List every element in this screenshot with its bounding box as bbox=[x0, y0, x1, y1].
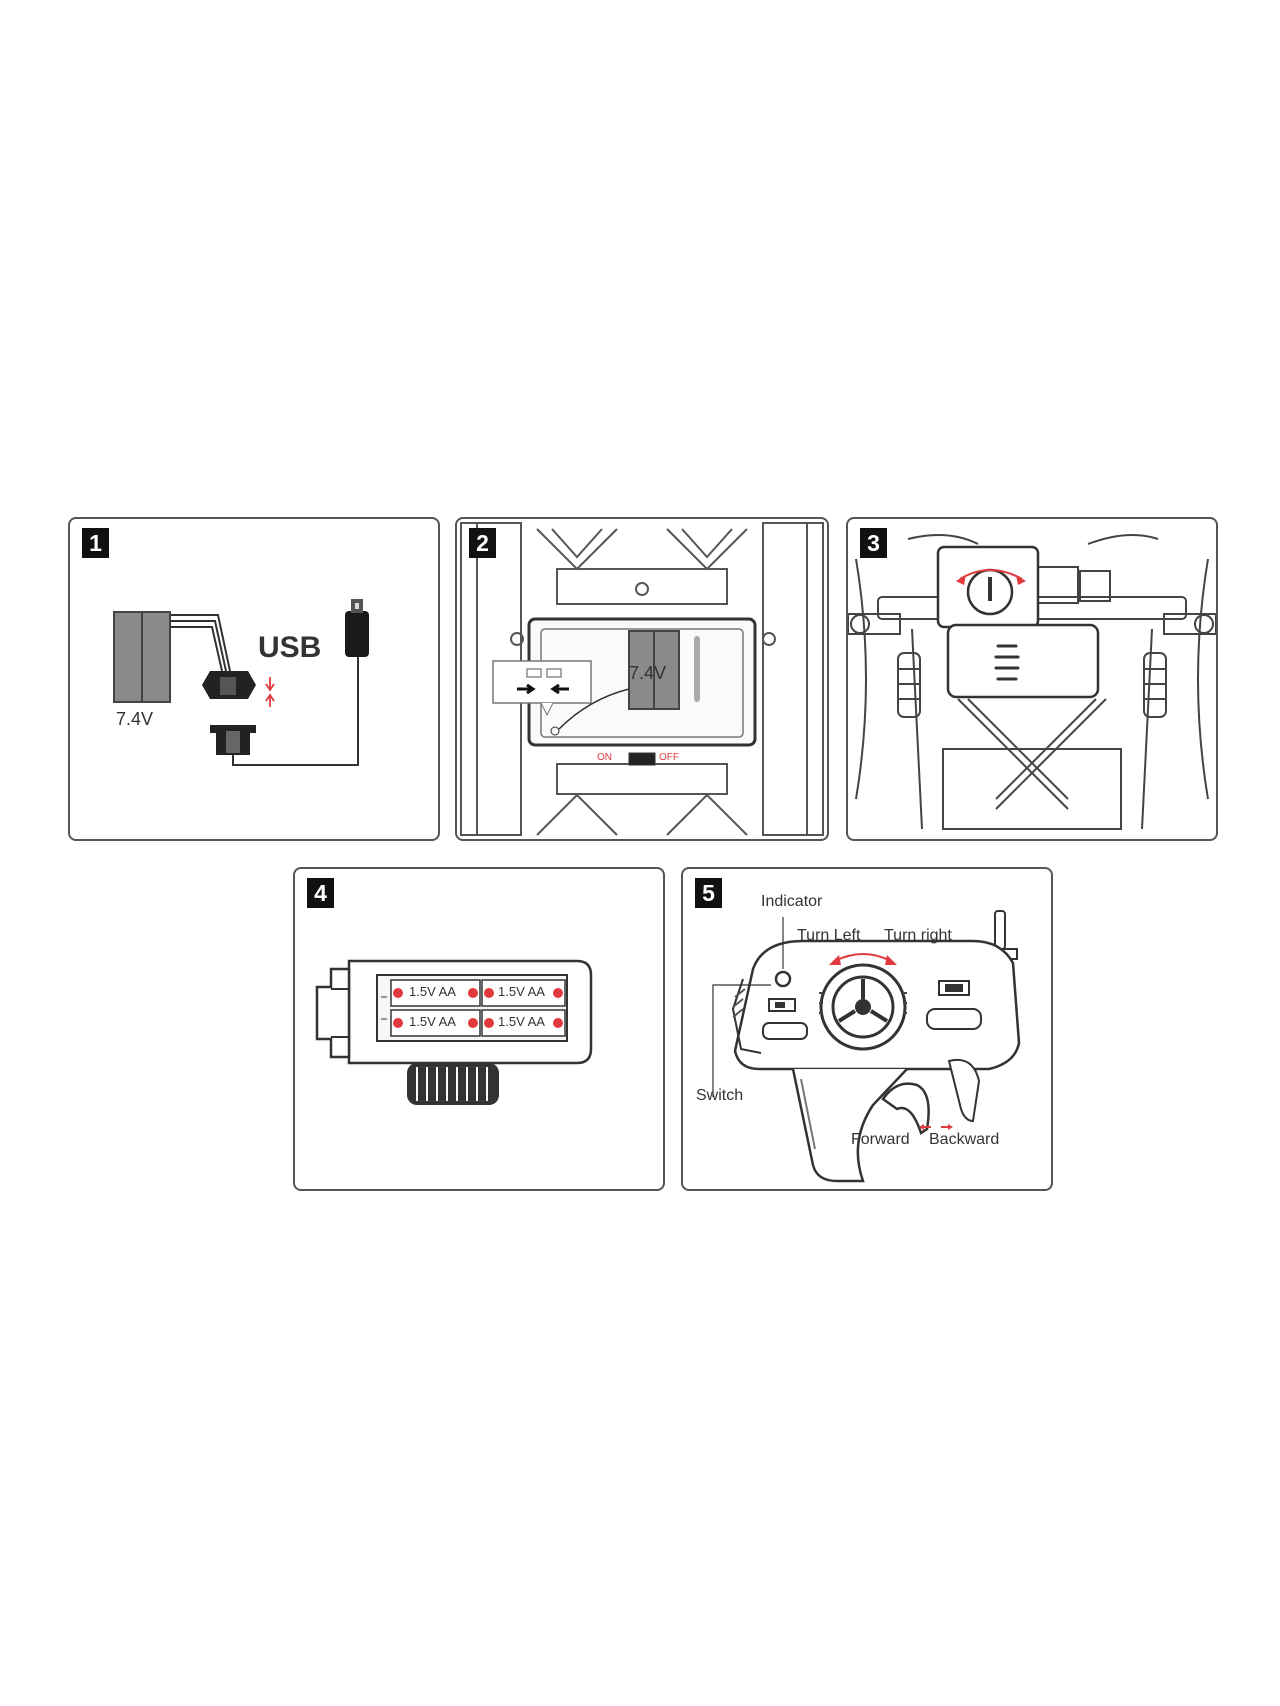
throttle-trigger-icon bbox=[881, 1082, 930, 1135]
switch-off-label: OFF bbox=[659, 752, 679, 763]
switch-on-label: ON bbox=[597, 752, 612, 763]
step-number-badge: 3 bbox=[860, 528, 887, 558]
trim-arrow-icon bbox=[956, 575, 966, 585]
insert-arrow-icon bbox=[265, 677, 275, 692]
turn-arrow-icon bbox=[829, 955, 841, 965]
aa-battery-3 bbox=[390, 1009, 481, 1037]
step-number-badge: 4 bbox=[307, 878, 334, 908]
indicator-label: Indicator bbox=[761, 893, 823, 910]
aa-battery-1 bbox=[390, 979, 481, 1007]
forward-arrow-icon bbox=[919, 1124, 924, 1130]
aa-battery-2 bbox=[481, 979, 566, 1007]
backward-arrow-icon bbox=[948, 1124, 953, 1130]
receiver-box bbox=[946, 623, 1100, 699]
step-number-badge: 5 bbox=[695, 878, 722, 908]
aa-battery-label: 1.5V AA bbox=[498, 1014, 545, 1029]
switch-label: Switch bbox=[696, 1087, 744, 1104]
aa-battery-label: 1.5V AA bbox=[409, 1014, 456, 1029]
aa-battery-label: 1.5V AA bbox=[498, 984, 545, 999]
step-1-panel: 1 7.4V USB bbox=[68, 517, 440, 841]
connect-arrow-icon bbox=[517, 683, 536, 695]
step-2-panel: 2 7.4V ON OFF bbox=[455, 517, 829, 841]
power-switch bbox=[628, 752, 656, 766]
forward-label: Forward bbox=[851, 1131, 910, 1148]
step-5-panel: 5 bbox=[681, 867, 1053, 1191]
antenna-icon bbox=[994, 910, 1006, 950]
aa-battery-label: 1.5V AA bbox=[409, 984, 456, 999]
step-3-panel: 3 bbox=[846, 517, 1218, 841]
steering-trim-diagram bbox=[848, 534, 1216, 830]
aa-battery-4 bbox=[481, 1009, 566, 1037]
usb-label: USB bbox=[258, 631, 322, 664]
battery-voltage-label: 7.4V bbox=[116, 709, 154, 729]
step-number-badge: 1 bbox=[82, 528, 109, 558]
charging-diagram bbox=[113, 599, 369, 766]
connector-callout bbox=[492, 660, 592, 704]
indicator-led-icon bbox=[774, 970, 792, 988]
backward-label: Backward bbox=[929, 1131, 1000, 1148]
chassis-battery-diagram bbox=[460, 522, 824, 836]
turn-right-label: Turn right bbox=[884, 927, 952, 944]
transmitter-battery-diagram bbox=[315, 959, 593, 1105]
battery-voltage-label: 7.4V bbox=[629, 663, 667, 683]
turn-left-label: Turn Left bbox=[797, 927, 861, 944]
grip-handle bbox=[791, 1068, 908, 1183]
step-number-badge: 2 bbox=[469, 528, 496, 558]
step-4-panel: 4 1.5V AA 1.5V AA 1.5V AA 1.5V AA bbox=[293, 867, 665, 1191]
steering-wheel-icon bbox=[407, 1063, 499, 1105]
transmitter-controls-diagram bbox=[712, 910, 1021, 1183]
usb-plug-icon bbox=[345, 611, 369, 657]
